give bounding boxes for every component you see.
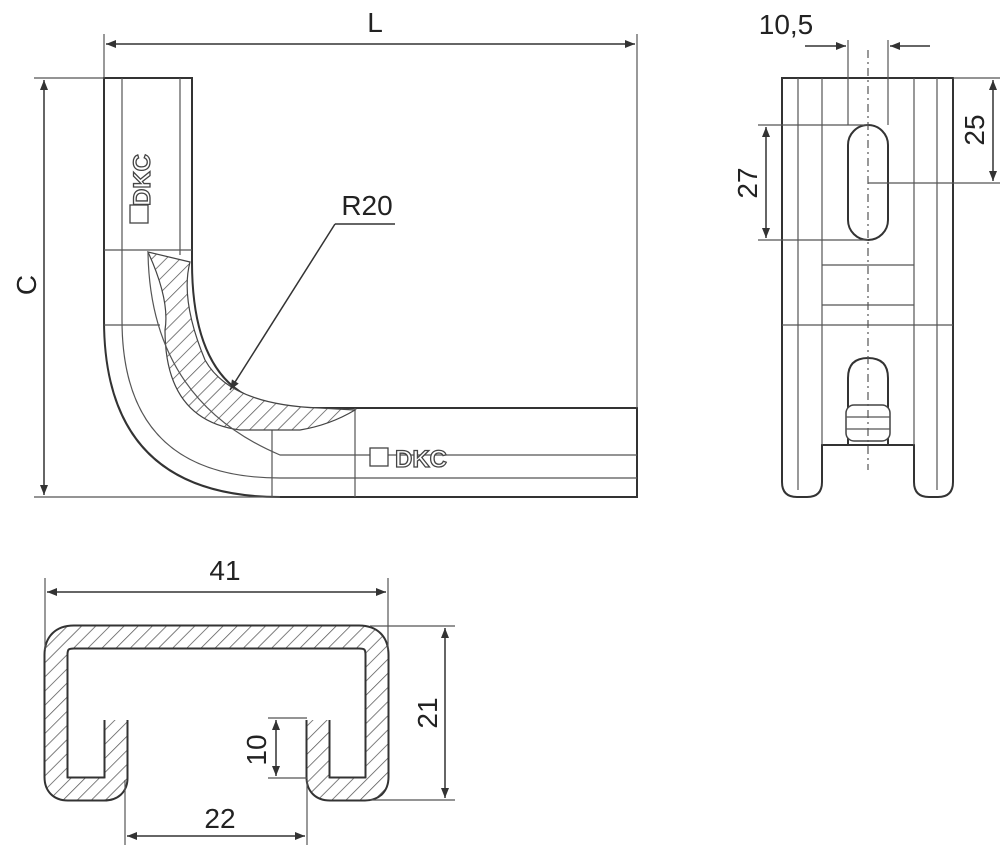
section-width-label: 41 xyxy=(209,555,240,586)
end-view: 10,5 25 27 xyxy=(732,9,1000,498)
width-label: 10,5 xyxy=(759,9,814,40)
section-height-label: 21 xyxy=(412,697,443,728)
length-label: L xyxy=(367,7,383,38)
radius-label: R20 xyxy=(341,190,392,221)
side-view: DKC DKC L C R20 xyxy=(11,7,638,498)
height-label: C xyxy=(11,275,42,295)
dkc-logo-vertical: DKC xyxy=(129,154,156,206)
dkc-logo-horizontal: DKC xyxy=(395,446,447,473)
opening-label: 22 xyxy=(204,803,235,834)
slot-offset-label: 25 xyxy=(959,114,990,145)
cross-section: 41 21 10 22 xyxy=(43,555,455,845)
lip-label: 10 xyxy=(241,734,272,765)
bracket-outline xyxy=(103,77,638,498)
slot-length-label: 27 xyxy=(732,167,763,198)
